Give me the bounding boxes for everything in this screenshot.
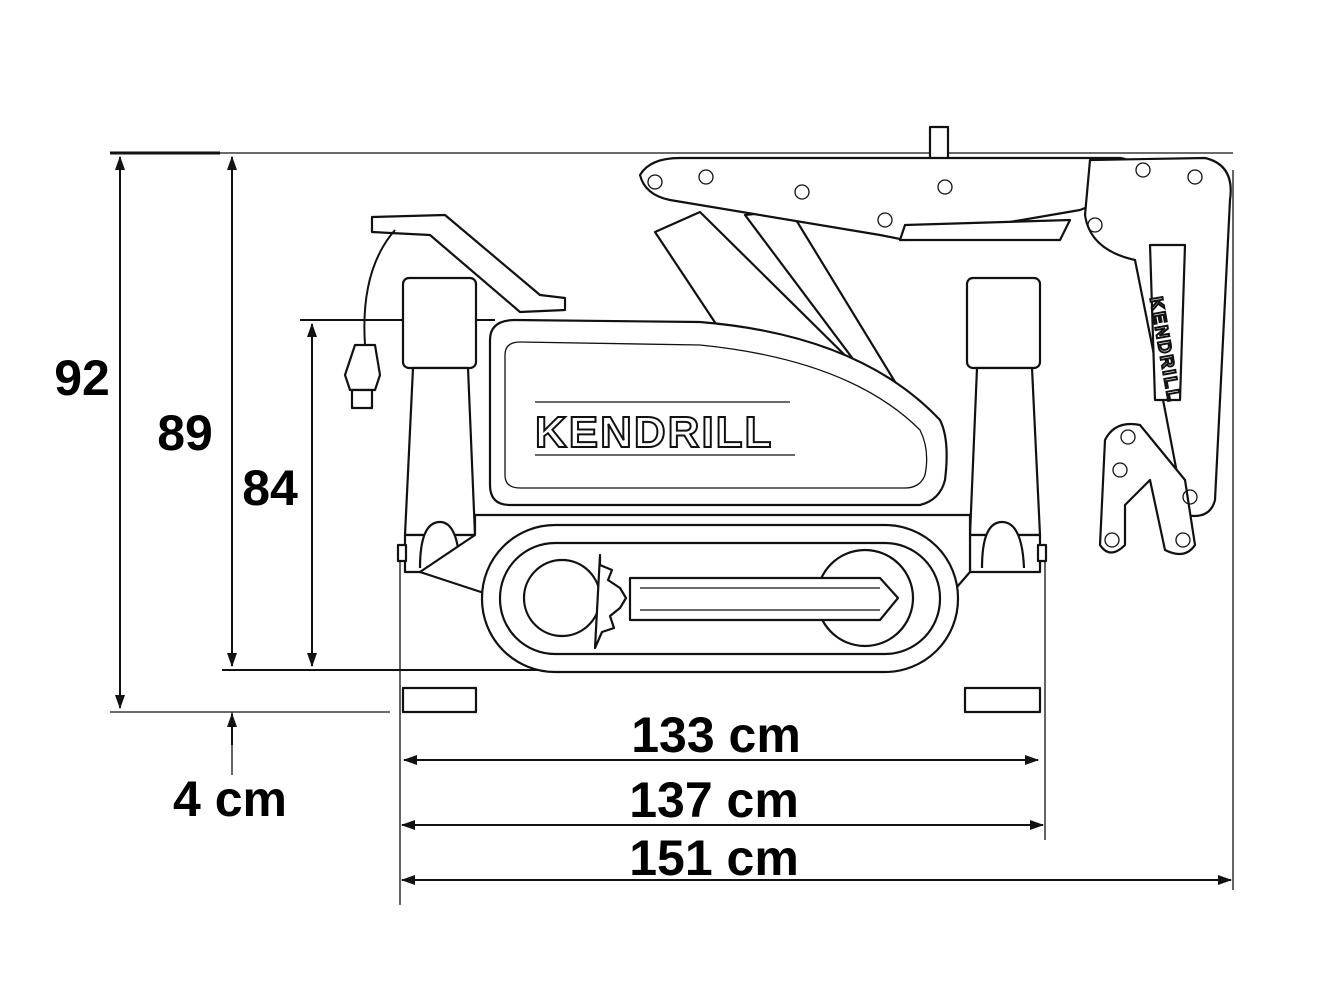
height-total-label: 92 [54,350,110,406]
length-total-label: 151 cm [629,830,799,886]
width-tracks-label: 133 cm [631,707,801,763]
dimension-arrows [115,156,1232,885]
track-assembly [480,523,960,674]
ground-clearance-label: 4 cm [173,771,287,827]
height-transport-label: 89 [157,405,213,461]
width-outriggers-label: 137 cm [629,772,799,828]
height-body-label: 84 [242,460,298,516]
control-handle [343,213,567,410]
body-logo: KENDRILL [535,408,773,457]
reference-lines [110,151,1234,905]
outriggers [396,276,1048,714]
